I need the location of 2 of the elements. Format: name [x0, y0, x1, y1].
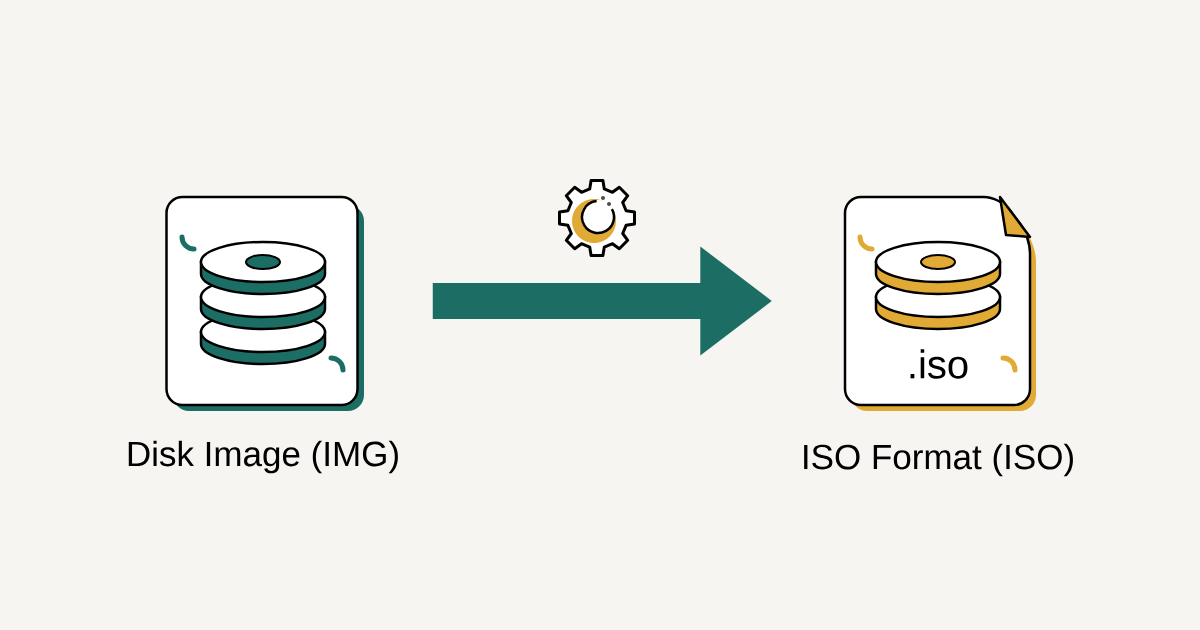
node-label: Disk Image (IMG) [128, 440, 398, 474]
node-label: ISO Format (ISO) [804, 443, 1073, 477]
